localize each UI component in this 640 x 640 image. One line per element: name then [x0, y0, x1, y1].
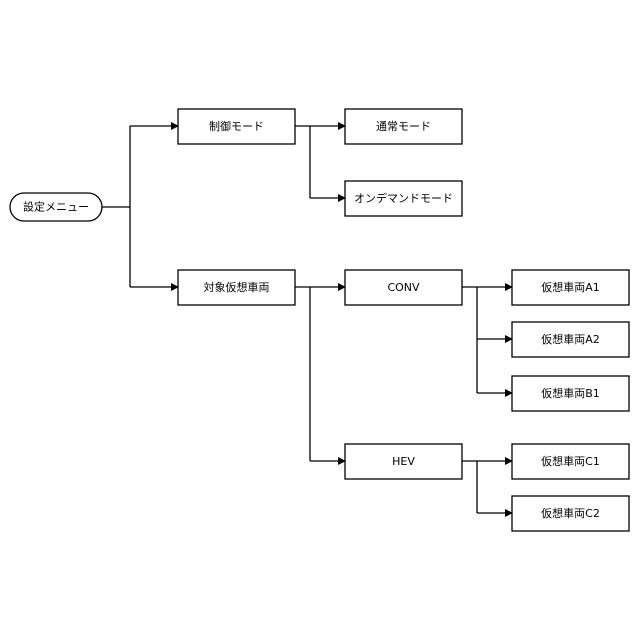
node-vehicle-a2-label: 仮想車両A2: [541, 332, 600, 346]
node-control-mode[interactable]: 制御モード: [178, 109, 295, 144]
node-normal-mode[interactable]: 通常モード: [345, 109, 462, 144]
node-vehicle-b1-label: 仮想車両B1: [541, 386, 600, 400]
node-root-label: 設定メニュー: [23, 200, 89, 214]
node-normal-mode-label: 通常モード: [376, 120, 431, 133]
node-on-demand-mode-label: オンデマンドモード: [354, 191, 453, 205]
node-vehicle-a1[interactable]: 仮想車両A1: [512, 270, 629, 305]
node-root[interactable]: 設定メニュー: [10, 193, 102, 221]
node-conv[interactable]: CONV: [345, 270, 462, 305]
node-vehicle-b1[interactable]: 仮想車両B1: [512, 376, 629, 411]
node-conv-label: CONV: [387, 281, 420, 294]
node-target-vehicle-label: 対象仮想車両: [204, 280, 270, 294]
node-control-mode-label: 制御モード: [209, 119, 264, 133]
node-vehicle-a2[interactable]: 仮想車両A2: [512, 322, 629, 357]
node-vehicle-c1-label: 仮想車両C1: [541, 454, 600, 468]
node-on-demand-mode[interactable]: オンデマンドモード: [345, 181, 462, 216]
node-vehicle-c1[interactable]: 仮想車両C1: [512, 444, 629, 479]
node-vehicle-c2[interactable]: 仮想車両C2: [512, 496, 629, 531]
node-target-vehicle[interactable]: 対象仮想車両: [178, 270, 295, 305]
node-hev-label: HEV: [392, 455, 415, 468]
node-vehicle-a1-label: 仮想車両A1: [541, 280, 600, 294]
node-hev[interactable]: HEV: [345, 444, 462, 479]
node-vehicle-c2-label: 仮想車両C2: [541, 506, 600, 520]
